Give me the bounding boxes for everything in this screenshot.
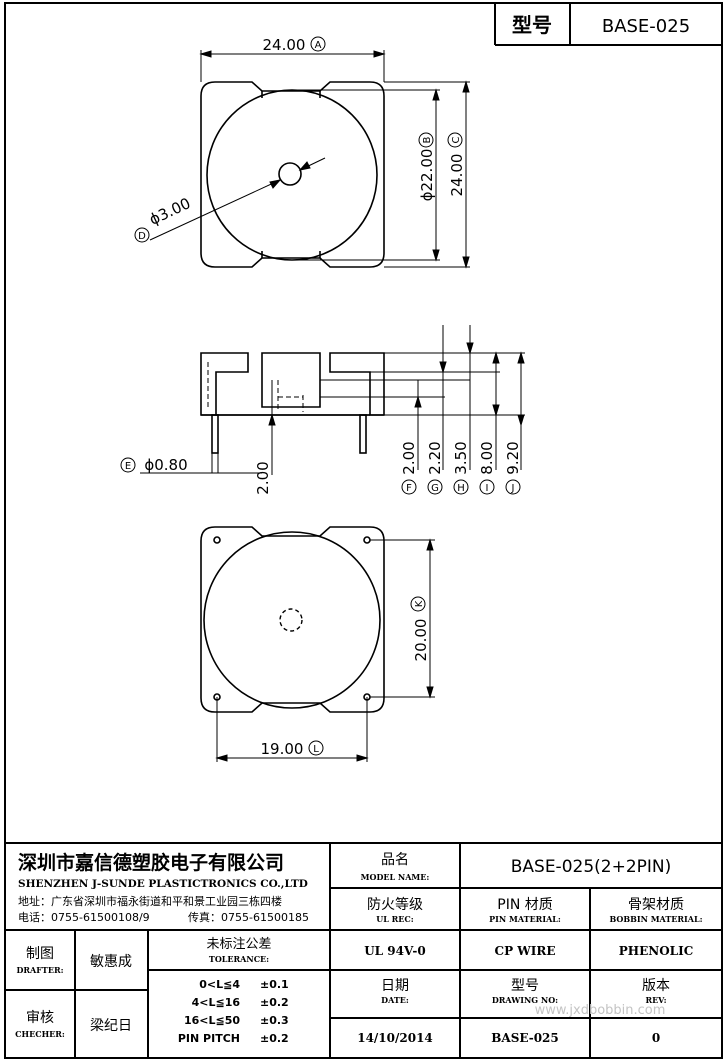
marker-L: L [313,744,319,755]
marker-A: A [315,40,322,51]
dim-J-value: 9.20 [504,441,522,474]
watermark: www.jxdbobbin.com [535,1003,666,1018]
sheet-border [4,2,723,1059]
marker-B: B [422,136,433,143]
tolerance-table: 0<L≦4 ±0.1 4<L≦16 ±0.2 16<L≦50 ±0.3 PIN … [178,978,289,1045]
tolerance-value: ±0.3 [260,1014,289,1027]
dim-K-value: 20.00 [412,619,430,662]
marker-A-circle [310,36,326,52]
drawing-no-label-cn: 型号 [511,978,539,994]
model-name-label-cn: 品名 [381,852,409,868]
marker-D-circle [134,227,150,243]
checker-label-cn: 审核 [26,1010,54,1026]
pin-material-value: CP WIRE [495,944,556,958]
bobbin-material-value: PHENOLIC [619,944,694,958]
header-model-label: 型号 [512,13,552,37]
dim-C-value: 24.00 [448,154,466,197]
dim-C [384,80,470,269]
model-name-label-en: MODEL NAME: [361,872,430,882]
title-block-grid [5,842,722,1058]
dim-B [292,88,440,262]
side-view-hidden [207,362,304,415]
ul-value: UL 94V-0 [364,944,426,958]
rev-label-en: REV: [645,995,666,1005]
marker-B-circle [418,132,434,148]
checker-label-en: CHECHER: [15,1029,65,1039]
dim-G-value: 2.20 [426,441,444,474]
drafter-label-cn: 制图 [26,946,54,962]
dim-L [215,697,369,762]
dim-A-value: 24.00 [263,36,306,54]
tolerance-value: ±0.1 [260,978,289,991]
marker-F: F [406,483,412,494]
drawing-no-value: BASE-025 [491,1031,559,1045]
tolerance-range: 0<L≦4 [199,978,240,991]
pin-material-label-cn: PIN 材质 [497,897,553,913]
drafter-name: 敏惠成 [90,954,132,970]
side-dims [140,325,525,475]
marker-E: E [125,461,131,472]
checker-name: 梁纪日 [90,1018,132,1034]
tolerance-range: 16<L≦50 [184,1014,240,1027]
company-fax: 传真：0755-61500185 [188,910,309,924]
header-box [494,3,722,46]
marker-K-circle [410,596,426,612]
rev-label-cn: 版本 [642,978,670,994]
marker-D: D [138,231,146,242]
marker-H: H [457,483,465,494]
side-view [200,352,385,454]
dim-E-value: ϕ0.80 [144,456,187,474]
marker-K: K [414,600,425,607]
company-phone: 电话：0755-61500108/9 [18,911,150,924]
marker-G: G [431,483,439,494]
dim-F-value: 2.00 [400,441,418,474]
tolerance-label-cn: 未标注公差 [206,937,271,952]
marker-J: J [511,483,515,494]
company-name-en: SHENZHEN J-SUNDE PLASTICTRONICS CO.,LTD [18,878,308,890]
top-view [200,81,385,268]
bobbin-material-label-cn: 骨架材质 [628,897,684,913]
rev-value: 0 [652,1031,660,1045]
marker-C-circle [447,132,463,148]
dim-D [149,157,326,241]
tolerance-range: 4<L≦16 [192,996,241,1009]
drafter-label-en: DRAFTER: [16,965,63,975]
dim-K [370,538,435,699]
header-model-value: BASE-025 [602,16,690,37]
dim-I-value: 8.00 [478,441,496,474]
dim-pin-height-value: 2.00 [254,461,272,494]
tolerance-value: ±0.2 [260,996,289,1009]
pin-material-label-en: PIN MATERIAL: [489,914,561,924]
dim-B-value: ϕ22.00 [418,149,436,202]
ul-rec-label-en: UL REC: [376,914,414,924]
company-name-cn: 深圳市嘉信德塑胶电子有限公司 [18,851,284,874]
bottom-view [200,526,385,713]
tolerance-value: ±0.2 [260,1032,289,1045]
date-value: 14/10/2014 [357,1031,433,1045]
bottom-center-hole [279,608,303,632]
side-markers [120,457,521,495]
date-label-cn: 日期 [381,978,409,994]
marker-C: C [451,136,462,143]
marker-L-circle [308,740,324,756]
dim-H-value: 3.50 [452,441,470,474]
dim-A [199,50,386,82]
tolerance-label-en: TOLERANCE: [209,954,269,964]
ul-rec-label-cn: 防火等级 [367,896,423,913]
bobbin-material-label-en: BOBBIN MATERIAL: [609,914,702,924]
marker-I: I [486,483,489,494]
dim-L-value: 19.00 [261,740,304,758]
company-address: 地址：广东省深圳市福永街道和平和景工业园三栋四楼 [18,894,282,908]
tolerance-range: PIN PITCH [178,1032,240,1045]
drawing-no-label-en: DRAWING NO: [492,995,558,1005]
model-name-value: BASE-025(2+2PIN) [511,857,672,877]
date-label-en: DATE: [381,995,409,1005]
